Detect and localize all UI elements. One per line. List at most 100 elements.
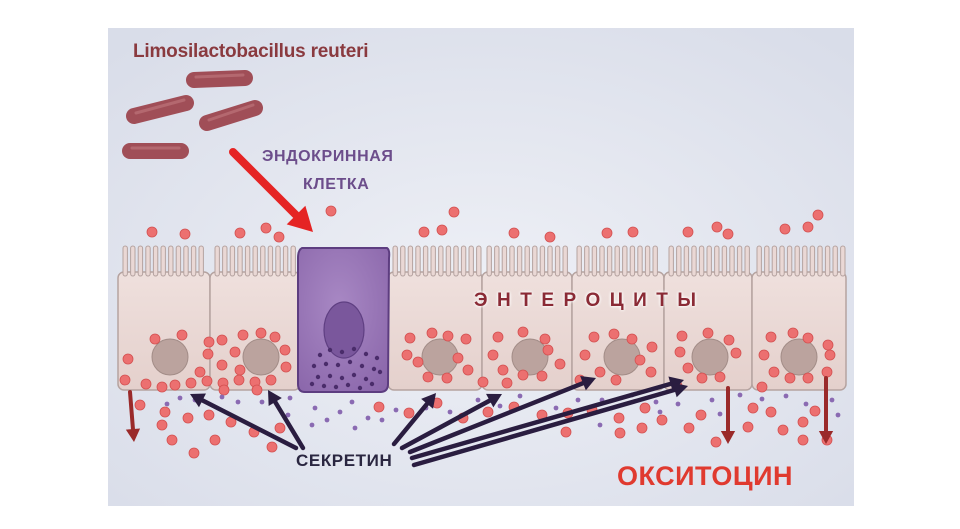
red-granule <box>418 226 430 238</box>
red-granule <box>696 372 708 384</box>
secretin-arrow <box>268 390 306 451</box>
red-granule <box>711 221 723 233</box>
granules <box>119 205 841 459</box>
secretin-arrow <box>190 393 299 451</box>
red-granule <box>176 329 188 341</box>
microvillus <box>736 245 743 277</box>
microvillus <box>430 245 436 277</box>
red-granule <box>594 366 606 378</box>
endocrine-granule <box>351 346 357 352</box>
microvillus <box>392 245 398 277</box>
stimulus-arrow <box>229 148 313 232</box>
purple-granule <box>675 401 681 407</box>
endocrine-granule <box>333 384 339 390</box>
microvillus <box>756 245 762 277</box>
microvillus <box>290 245 296 277</box>
red-granule <box>279 344 291 356</box>
purple-granule <box>835 412 841 418</box>
microvillus <box>714 245 720 277</box>
red-granule <box>412 356 424 368</box>
oxytocin-arrow <box>818 376 834 444</box>
endocrine-granule <box>377 369 383 375</box>
red-granule <box>201 375 213 387</box>
endocrine-granule <box>311 363 317 369</box>
endocrine-label-line1: ЭНДОКРИННАЯ <box>262 148 394 165</box>
red-granule <box>188 447 200 459</box>
red-granule <box>185 377 197 389</box>
purple-granule <box>259 399 265 405</box>
red-granule <box>676 330 688 342</box>
secretin-arrow <box>399 393 502 451</box>
secretin-arrow <box>411 382 688 468</box>
microvillus <box>130 245 136 277</box>
enterocytes-label: ЭНТЕРОЦИТЫ <box>474 290 706 311</box>
red-granule <box>179 228 191 240</box>
microvillus <box>468 245 474 277</box>
enterocyte-nucleus <box>421 338 459 376</box>
red-granule <box>452 352 464 364</box>
microvillus <box>160 245 166 277</box>
red-granule <box>702 327 714 339</box>
microvillus <box>771 245 778 277</box>
microvillus <box>400 245 406 277</box>
microvillus <box>198 245 204 277</box>
red-granule <box>401 349 413 361</box>
microvillus <box>547 245 553 277</box>
purple-granule <box>393 407 399 413</box>
microvillus <box>486 245 492 277</box>
red-granule <box>768 366 780 378</box>
red-granule <box>146 226 158 238</box>
microvillus <box>214 245 220 277</box>
red-granule <box>403 407 415 419</box>
red-granule <box>442 330 454 342</box>
red-granule <box>626 333 638 345</box>
red-granule <box>756 381 768 393</box>
red-granule <box>202 348 214 360</box>
red-granule <box>501 377 513 389</box>
bacterium <box>199 100 263 131</box>
red-granule <box>404 332 416 344</box>
red-granule <box>544 231 556 243</box>
microvillus <box>237 245 243 277</box>
red-granule <box>441 372 453 384</box>
red-granule <box>325 205 337 217</box>
red-granule <box>166 434 178 446</box>
red-granule <box>460 333 472 345</box>
endocrine-granule <box>371 366 377 372</box>
microvillus <box>438 245 444 277</box>
red-granule <box>742 421 754 433</box>
red-granule <box>218 384 230 396</box>
bacteria-label: Limosilactobacillus reuteri <box>133 41 369 62</box>
arrow-shaft <box>409 381 673 461</box>
red-granule <box>477 376 489 388</box>
enterocyte-nucleus <box>691 338 729 376</box>
red-granule <box>765 331 777 343</box>
red-granule <box>269 331 281 343</box>
arrow-head <box>421 393 436 409</box>
red-granule <box>265 374 277 386</box>
red-granule <box>714 371 726 383</box>
purple-granule <box>309 422 315 428</box>
microvillus <box>706 245 712 277</box>
endocrine-granule <box>351 372 357 378</box>
red-granule <box>209 434 221 446</box>
microvillus <box>422 245 429 277</box>
arrow-head <box>720 431 736 444</box>
bacteria-group <box>122 70 263 159</box>
red-granule <box>821 366 833 378</box>
red-granule <box>266 441 278 453</box>
purple-granule <box>164 401 170 407</box>
secretin-arrow <box>407 376 596 455</box>
arrow-shaft <box>407 380 586 455</box>
red-granule <box>280 361 292 373</box>
microvillus <box>622 245 628 277</box>
microvillus <box>676 245 682 277</box>
endocrine-cell-label: ЭНДОКРИННАЯ КЛЕТКА <box>262 143 393 199</box>
red-granule <box>497 364 509 376</box>
microvillus <box>562 245 568 277</box>
red-granule <box>554 358 566 370</box>
oxytocin-arrow <box>125 390 141 442</box>
endocrine-granule <box>315 374 321 380</box>
